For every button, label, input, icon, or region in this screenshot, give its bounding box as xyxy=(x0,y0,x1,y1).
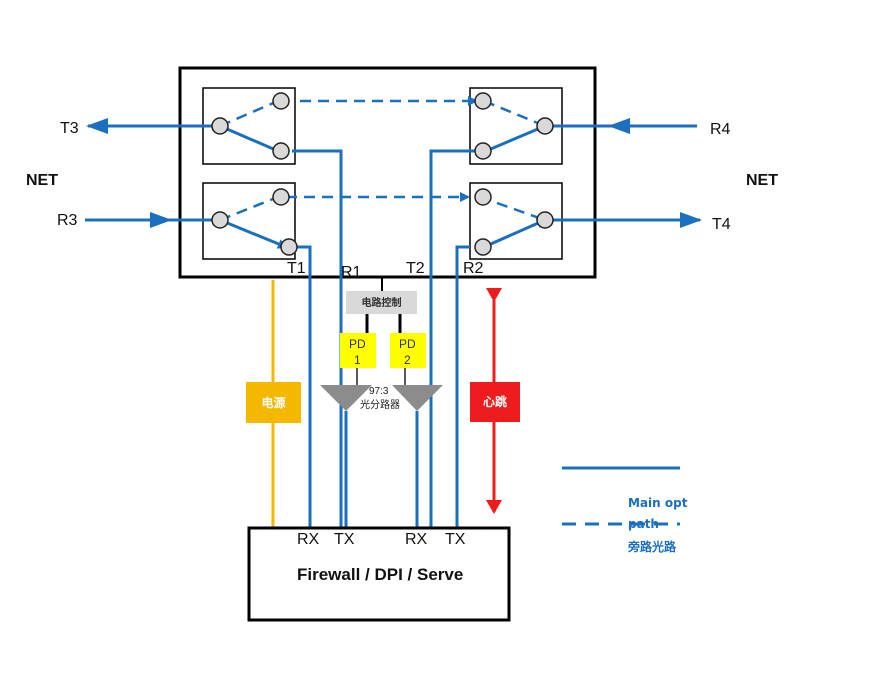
net-label-right: NET xyxy=(746,172,778,189)
legend-main-line2: path xyxy=(628,517,659,531)
server-port-rx-2: RX xyxy=(405,531,428,548)
optical-ports xyxy=(211,92,554,256)
port-label-t1: T1 xyxy=(287,260,306,277)
port-label-r3: R3 xyxy=(57,212,78,229)
net-label-left: NET xyxy=(26,172,58,189)
power-box xyxy=(246,382,301,423)
port-label-r2: R2 xyxy=(463,260,484,277)
port-circle xyxy=(474,188,492,206)
splitter-left xyxy=(320,385,372,411)
port-circle xyxy=(272,92,290,110)
server-port-rx-1: RX xyxy=(297,531,320,548)
port-circle xyxy=(272,188,290,206)
circuit-control-box xyxy=(346,291,417,314)
port-circle xyxy=(211,117,229,135)
server-box xyxy=(247,526,511,622)
bypass-paths xyxy=(219,96,546,222)
pd2-label-line2: 2 xyxy=(404,353,411,367)
pd1-label-line1: PD xyxy=(349,337,366,351)
pd1-label-line2: 1 xyxy=(354,353,361,367)
pd1-box xyxy=(340,333,376,368)
server-title: Firewall / DPI / Serve xyxy=(297,565,463,584)
port-circle xyxy=(474,238,492,256)
server-port-tx-1: TX xyxy=(334,531,355,548)
port-label-r1: R1 xyxy=(341,264,362,281)
port-label-t4: T4 xyxy=(712,216,731,233)
heartbeat-box xyxy=(470,382,520,422)
port-label-r4: R4 xyxy=(710,121,731,138)
server-port-tx-2: TX xyxy=(445,531,466,548)
splitter-right xyxy=(392,385,443,411)
splitter-ratio: 97:3 xyxy=(369,386,389,397)
legend-main-line1: Main opt xyxy=(628,496,688,510)
splitter-name: 光分路器 xyxy=(360,398,400,411)
port-circle xyxy=(536,117,554,135)
port-circle xyxy=(474,92,492,110)
legend-bypass-label: 旁路光路 xyxy=(627,539,677,554)
port-circle xyxy=(536,211,554,229)
port-circle xyxy=(272,142,290,160)
pd2-box xyxy=(390,333,426,368)
port-label-t2: T2 xyxy=(406,260,425,277)
port-label-t3: T3 xyxy=(60,120,79,137)
port-circle xyxy=(211,211,229,229)
power-label: 电源 xyxy=(261,395,285,410)
port-circle xyxy=(280,238,298,256)
heartbeat-label: 心跳 xyxy=(483,394,507,409)
bypass-switch-box xyxy=(178,66,597,279)
port-circle xyxy=(474,142,492,160)
circuit-control-label: 电路控制 xyxy=(362,296,402,309)
pd2-label-line1: PD xyxy=(399,337,416,351)
